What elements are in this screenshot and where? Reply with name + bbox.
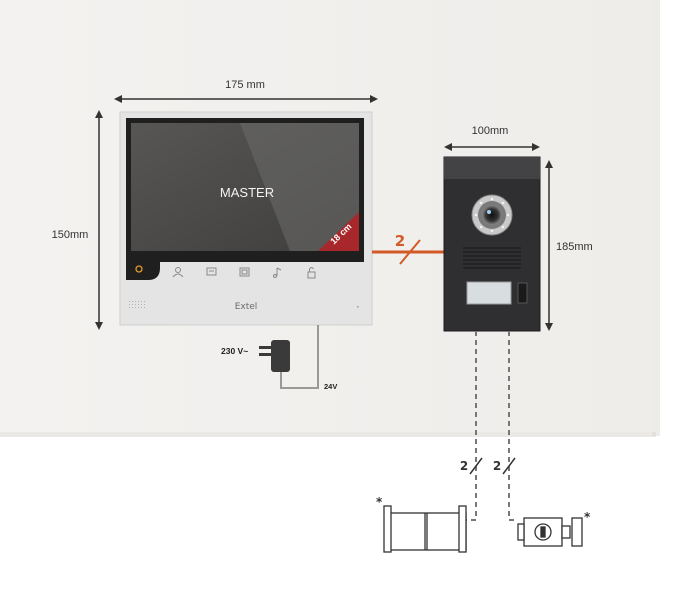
screen-size-badge <box>318 212 359 251</box>
station-height-label: 185mm <box>556 241 593 253</box>
brand-logo: Extel <box>235 302 258 312</box>
lock-marker: * <box>584 510 591 524</box>
indoor-monitor: MASTER 18 cm Ext <box>119 111 373 326</box>
unlock-icon[interactable] <box>307 267 316 279</box>
intercom-icon[interactable] <box>206 267 217 276</box>
power-adapter-icon <box>271 340 290 372</box>
adapter-voltage-label: 24V <box>324 382 337 391</box>
monitor-width-dimension <box>114 95 378 103</box>
monitor-station-link <box>372 239 446 265</box>
power-voltage-label: 230 V~ <box>221 346 248 356</box>
gallery-icon[interactable] <box>239 267 250 277</box>
monitor-height-dimension <box>95 110 103 330</box>
station-height-dimension <box>545 160 553 331</box>
lock-wire-count: 2 <box>493 459 501 473</box>
accessory-wiring <box>466 331 518 521</box>
gate-marker: * <box>376 495 383 509</box>
gate-icon <box>383 505 467 553</box>
user-icon[interactable] <box>172 267 184 278</box>
wire-count-marks <box>469 457 516 475</box>
music-icon[interactable] <box>273 267 282 278</box>
call-button[interactable] <box>517 282 528 304</box>
name-plate <box>466 281 512 305</box>
main-link-wire-count: 2 <box>395 232 405 250</box>
speaker-grille-icon <box>129 301 145 308</box>
monitor-width-label: 175 mm <box>225 79 265 91</box>
power-supply <box>259 325 319 389</box>
station-width-dimension <box>444 143 540 151</box>
station-width-label: 100mm <box>472 125 509 137</box>
door-station <box>443 156 541 332</box>
screen-label: MASTER <box>220 185 274 200</box>
electric-lock-icon <box>517 517 583 547</box>
gate-wire-count: 2 <box>460 459 468 473</box>
monitor-height-label: 150mm <box>52 229 89 241</box>
camera-icon <box>471 194 513 236</box>
power-indicator-icon <box>135 265 143 273</box>
speaker-grille-icon <box>463 247 521 269</box>
